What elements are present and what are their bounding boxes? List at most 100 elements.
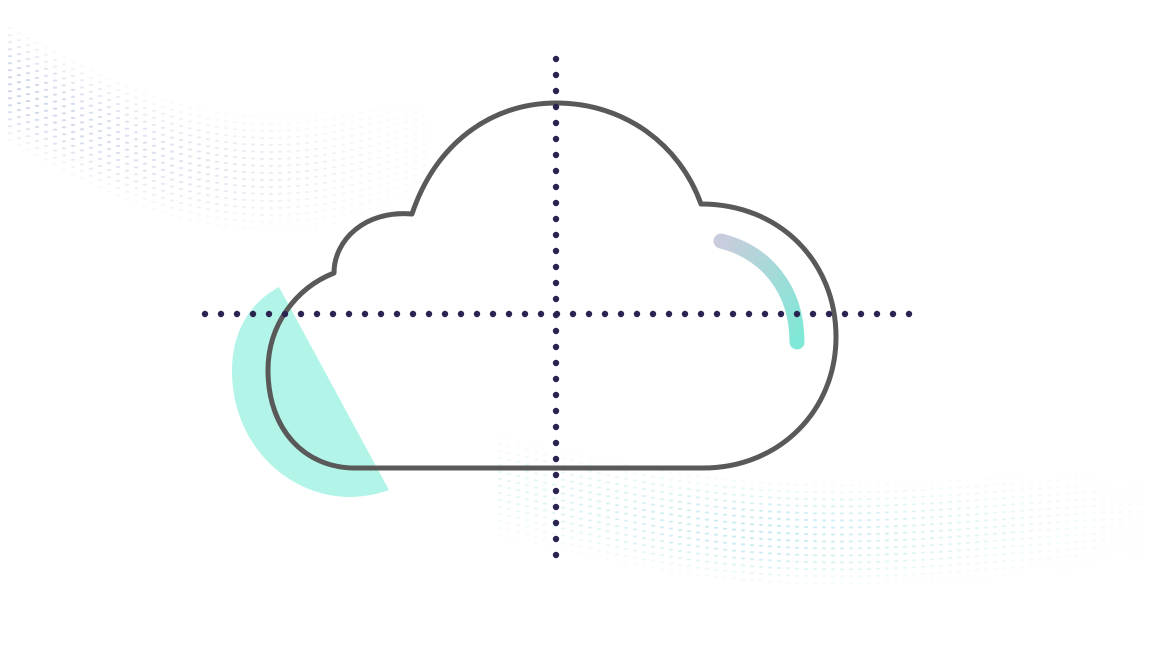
wave-dot bbox=[1100, 497, 1106, 500]
wave-dot bbox=[52, 100, 58, 103]
wave-dot bbox=[304, 155, 310, 159]
wave-dot bbox=[605, 509, 611, 512]
wave-dot bbox=[533, 521, 539, 524]
wave-dot bbox=[205, 110, 211, 113]
wave-dot bbox=[740, 522, 746, 525]
wave-dot bbox=[1118, 517, 1124, 520]
wave-dot bbox=[404, 191, 408, 193]
wave-dot bbox=[1109, 504, 1115, 507]
wave-dot bbox=[1073, 505, 1079, 509]
wave-dot bbox=[340, 115, 346, 118]
wave-dot bbox=[7, 69, 13, 72]
wave-dot bbox=[70, 123, 76, 126]
wave-dot bbox=[929, 530, 935, 533]
crosshair-dot bbox=[361, 310, 369, 318]
wave-dot bbox=[178, 202, 184, 205]
wave-dot bbox=[605, 481, 611, 484]
wave-dot bbox=[25, 135, 31, 138]
wave-dot bbox=[115, 109, 121, 113]
wave-dot bbox=[1091, 476, 1097, 480]
wave-dot bbox=[268, 157, 274, 161]
wave-dot bbox=[368, 110, 372, 112]
wave-dot bbox=[605, 523, 611, 526]
wave-dot bbox=[974, 527, 980, 530]
wave-dot bbox=[142, 204, 148, 207]
wave-dot bbox=[34, 76, 40, 79]
wave-dot bbox=[277, 171, 283, 174]
wave-dot bbox=[983, 519, 989, 522]
wave-dot bbox=[70, 137, 76, 140]
wave-dot bbox=[322, 160, 328, 163]
wave-dot bbox=[79, 128, 85, 131]
wave-dot bbox=[1037, 487, 1043, 490]
wave-dot bbox=[250, 136, 256, 139]
wave-dot bbox=[1127, 503, 1133, 506]
wave-dot bbox=[803, 574, 809, 578]
wave-dot bbox=[376, 191, 382, 194]
wave-dot bbox=[358, 111, 364, 114]
wave-dot bbox=[740, 543, 746, 546]
wave-dot bbox=[196, 178, 202, 181]
wave-dot bbox=[506, 529, 512, 532]
wave-dot bbox=[992, 532, 998, 535]
wave-dot bbox=[605, 516, 611, 519]
wave-dot bbox=[349, 148, 355, 151]
wave-dot bbox=[884, 546, 890, 549]
wave-dot bbox=[956, 528, 962, 531]
wave-dot bbox=[1127, 524, 1133, 527]
wave-dot bbox=[542, 488, 548, 491]
wave-dot bbox=[875, 574, 881, 577]
wave-dot bbox=[875, 497, 881, 500]
wave-dot bbox=[758, 544, 764, 547]
wave-dot bbox=[533, 535, 539, 538]
wave-dot bbox=[515, 496, 521, 499]
wave-dot bbox=[875, 511, 881, 514]
wave-dot bbox=[304, 148, 310, 152]
wave-dot bbox=[232, 156, 238, 159]
wave-dot bbox=[187, 218, 193, 221]
wave-dot bbox=[142, 197, 148, 200]
wave-dot bbox=[295, 142, 301, 145]
wave-dot bbox=[43, 67, 49, 70]
wave-dot bbox=[650, 482, 656, 485]
wave-dot bbox=[641, 481, 647, 484]
wave-dot bbox=[542, 537, 548, 540]
wave-dot bbox=[920, 558, 926, 561]
wave-dot bbox=[394, 179, 400, 182]
wave-dot bbox=[803, 553, 809, 557]
wave-dot bbox=[794, 581, 800, 584]
wave-dot bbox=[506, 487, 512, 490]
wave-dot bbox=[1001, 539, 1007, 542]
wave-dot bbox=[596, 521, 602, 524]
wave-dot bbox=[7, 132, 13, 135]
wave-dot bbox=[614, 525, 620, 528]
wave-dot bbox=[178, 111, 184, 114]
wave-dot bbox=[1064, 534, 1070, 537]
wave-dot bbox=[358, 174, 364, 177]
wave-dot bbox=[596, 479, 602, 482]
wave-dot bbox=[259, 213, 265, 216]
wave-dot bbox=[1028, 537, 1034, 540]
wave-dot bbox=[938, 571, 944, 574]
wave-dot bbox=[323, 112, 327, 114]
wave-dot bbox=[124, 127, 130, 130]
wave-dot bbox=[214, 216, 220, 219]
wave-dot bbox=[133, 117, 139, 120]
wave-dot bbox=[413, 112, 417, 114]
wave-dot bbox=[767, 580, 773, 583]
crosshair-dot bbox=[552, 359, 560, 367]
wave-dot bbox=[569, 452, 575, 455]
wave-dot bbox=[323, 224, 327, 226]
wave-dot bbox=[884, 560, 890, 563]
wave-dot bbox=[677, 556, 683, 560]
wave-dot bbox=[839, 540, 845, 543]
wave-dot bbox=[25, 79, 31, 82]
wave-dot bbox=[88, 139, 94, 142]
wave-dot bbox=[25, 107, 31, 110]
wave-dot bbox=[25, 72, 31, 75]
wave-dot bbox=[376, 177, 382, 180]
wave-dot bbox=[623, 477, 629, 480]
wave-dot bbox=[52, 128, 58, 131]
wave-dot bbox=[1010, 552, 1016, 555]
wave-dot bbox=[596, 507, 602, 510]
